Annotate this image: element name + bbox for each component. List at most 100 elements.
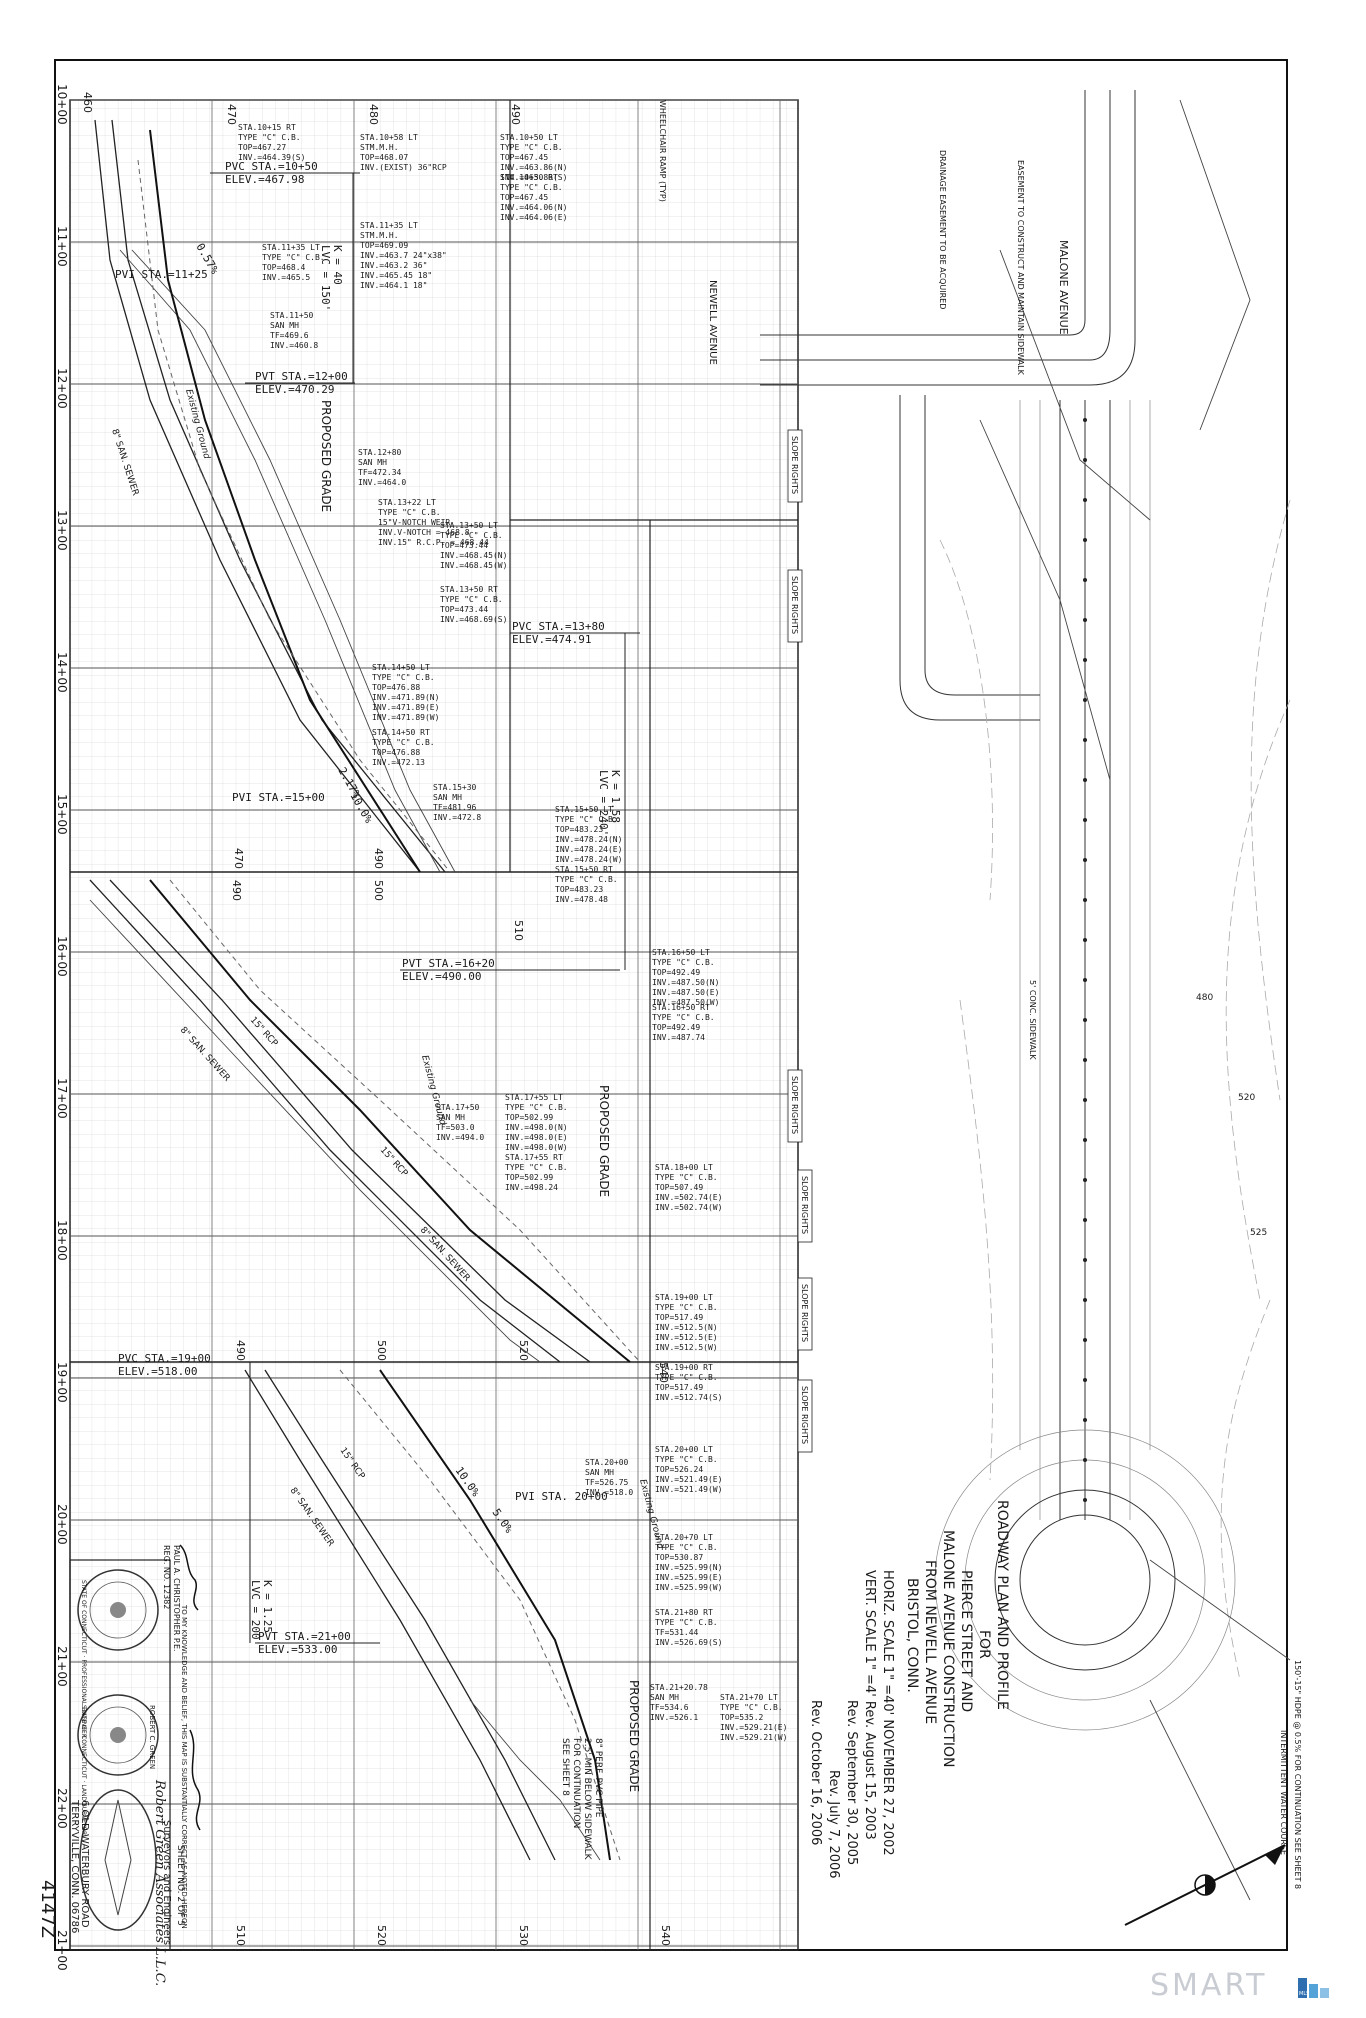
- plan-station-tick: [1083, 1258, 1087, 1262]
- slope-rights-badges: SLOPE RIGHTS SLOPE RIGHTS SLOPE RIGHTS S…: [787, 429, 813, 1453]
- pvc-elev: ELEV.=474.91: [512, 633, 591, 646]
- structure-note-line: TYPE "C" C.B.: [500, 183, 563, 192]
- structure-note-line: STA.11+35 LT: [262, 243, 320, 252]
- structure-note-line: TOP=476.88: [372, 683, 420, 692]
- engineer-reg: REG. NO. 12382: [162, 1545, 171, 1609]
- plan-station-tick: [1083, 1378, 1087, 1382]
- structure-note-line: INV.=512.74(S): [655, 1393, 722, 1402]
- plan-station-tick: [1083, 658, 1087, 662]
- structure-note-line: STA.20+70 LT: [655, 1533, 713, 1542]
- structure-note-line: INV.=478.24(W): [555, 855, 622, 864]
- slope-rights-label: SLOPE RIGHTS: [790, 436, 799, 494]
- easement-note: DRAINAGE EASEMENT TO BE ACQUIRED: [938, 150, 947, 309]
- structure-note-line: TYPE "C" C.B.: [655, 1373, 718, 1382]
- street-name: NEWELL AVENUE: [707, 280, 718, 365]
- plan-station-tick: [1083, 1098, 1087, 1102]
- plan-station-tick: [1083, 1458, 1087, 1462]
- structure-note-line: STA.10+50 LT: [500, 133, 558, 142]
- structure-note-line: INV.=478.24(E): [555, 845, 622, 854]
- pvc-label: PVC STA.=13+80: [512, 620, 605, 633]
- k-label: K = 1.25: [261, 1580, 274, 1633]
- pvc-note-line: FOR CONTINUATION: [571, 1738, 581, 1828]
- title-block: ROADWAY PLAN AND PROFILE FOR PIERCE STRE…: [808, 1500, 1010, 1879]
- plan-station-tick: [1083, 1418, 1087, 1422]
- structure-note-line: STA.10+15 RT: [238, 123, 296, 132]
- signature-icon: [179, 1544, 199, 1611]
- structure-note-line: INV.=525.99(N): [655, 1563, 722, 1572]
- lvc-label: LVC = 200': [249, 1580, 262, 1646]
- elev-label: 490: [234, 1340, 247, 1361]
- structure-note-line: TOP=483.23: [555, 825, 603, 834]
- structure-note-line: INV.=512.5(E): [655, 1333, 718, 1342]
- engineer-name: PAUL A. CHRISTOPHER P.E.: [172, 1545, 181, 1652]
- k-label: K = 1.58: [609, 770, 622, 823]
- station-label: 11+00: [55, 226, 69, 267]
- structure-note-line: INV.=498.0(W): [505, 1143, 568, 1152]
- structure-note-line: TYPE "C" C.B.: [440, 595, 503, 604]
- structure-note-line: TOP=535.2: [720, 1713, 764, 1722]
- structure-note-line: TOP=476.88: [372, 748, 420, 757]
- structure-note-line: STA.17+55 RT: [505, 1153, 563, 1162]
- structure-note-line: STA.13+50 RT: [440, 585, 498, 594]
- structure-note-line: STA.16+50 RT: [652, 1003, 710, 1012]
- structure-note-line: STA.13+50 LT: [440, 521, 498, 530]
- ramp-note: WHEELCHAIR RAMP (TYP): [658, 100, 667, 202]
- plan-station-tick: [1083, 938, 1087, 942]
- elev-label: 500: [372, 880, 385, 901]
- station-label: 10+00: [55, 84, 69, 125]
- pvc-pipe-note: 8" PERF. PVC PIPE 2.5' MIN BELOW SIDEWAL…: [560, 1738, 603, 1861]
- elevation-labels: 460 470 480 490 470 490 490 500 510 490 …: [81, 92, 672, 1946]
- scale-line: Rev. September 30, 2005: [844, 1700, 859, 1865]
- structure-note-line: TYPE "C" C.B.: [440, 531, 503, 540]
- structure-note-line: STA.21+80 RT: [655, 1608, 713, 1617]
- station-label: 21+00: [55, 1646, 69, 1687]
- structure-note-line: INV.=502.74(W): [655, 1203, 722, 1212]
- structure-note-line: STA.11+50: [270, 311, 314, 320]
- structure-note-line: STA.11+35 LT: [360, 221, 418, 230]
- structure-note-line: TYPE "C" C.B.: [655, 1303, 718, 1312]
- structure-note-line: TOP=467.45: [500, 153, 548, 162]
- pvt-label: PVT STA.=12+00: [255, 370, 348, 383]
- structure-note-line: INV.=463.2 36": [360, 261, 427, 270]
- structure-note-line: STA.13+22 LT: [378, 498, 436, 507]
- structure-note-line: TF=472.34: [358, 468, 402, 477]
- structure-note-line: STA.17+55 LT: [505, 1093, 563, 1102]
- plan-station-tick: [1083, 858, 1087, 862]
- structure-note-line: TOP=492.49: [652, 1023, 700, 1032]
- structure-note-line: INV.=464.06(N): [500, 203, 567, 212]
- station-label: 12+00: [55, 368, 69, 409]
- structure-note-line: INV.=478.48: [555, 895, 608, 904]
- slope-rights-label: SLOPE RIGHTS: [790, 1076, 799, 1134]
- elev-label: 520: [517, 1340, 530, 1361]
- pvi-label: PVI STA.=11+25: [115, 268, 208, 281]
- title-line: PIERCE STREET AND: [958, 1570, 974, 1712]
- station-label: 20+00: [55, 1504, 69, 1545]
- north-arrow-icon: [1124, 1844, 1286, 1926]
- watermark-badge: MLS: [1299, 1991, 1309, 1997]
- pvc-label: PVC STA.=19+00: [118, 1352, 211, 1365]
- structure-note-line: INV.=464.39(S): [238, 153, 305, 162]
- plan-station-tick: [1083, 778, 1087, 782]
- structure-note-line: TYPE "C" C.B.: [655, 1173, 718, 1182]
- elev-label: 470: [232, 848, 245, 869]
- plan-station-tick: [1083, 498, 1087, 502]
- structure-note-line: STA.14+50 RT: [372, 728, 430, 737]
- structure-note-line: INV.=498.0(N): [505, 1123, 568, 1132]
- structure-note-line: INV.=512.5(W): [655, 1343, 718, 1352]
- structure-note-line: INV.=471.89(E): [372, 703, 439, 712]
- structure-note-line: TOP=526.24: [655, 1465, 703, 1474]
- plan-station-tick: [1083, 1058, 1087, 1062]
- plan-station-tick: [1083, 578, 1087, 582]
- lvc-label: LVC = 150': [319, 245, 332, 311]
- proposed-grade-label: PROPOSED GRADE: [319, 400, 333, 512]
- proposed-grade-label: PROPOSED GRADE: [597, 1085, 611, 1197]
- plan-station-tick: [1083, 458, 1087, 462]
- pvi-label: PVI STA.=15+00: [232, 791, 325, 804]
- structure-note-line: TOP=467.27: [238, 143, 286, 152]
- plan-station-tick: [1083, 738, 1087, 742]
- station-label: 13+00: [55, 510, 69, 551]
- structure-note-line: INV.=468.69(S): [440, 615, 507, 624]
- structure-note-line: TYPE "C" C.B.: [378, 508, 441, 517]
- certify-note: TO MY KNOWLEDGE AND BELIEF, THIS MAP IS …: [180, 1604, 188, 1929]
